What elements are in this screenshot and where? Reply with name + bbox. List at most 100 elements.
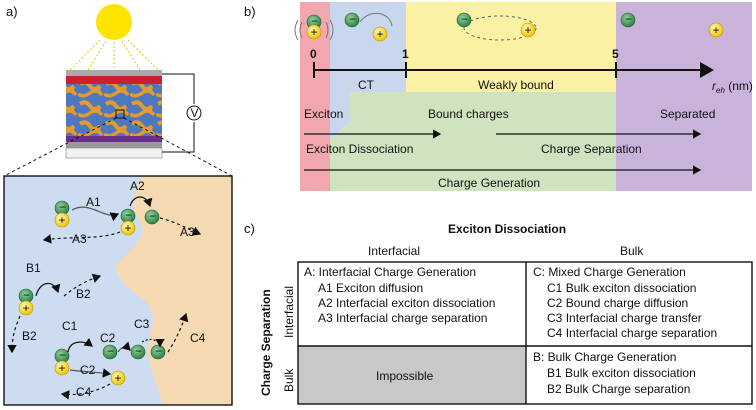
panel-a-process-labels: A1 A2 A3 A3 B1 B2 B2 C1 C2 C2 C3 C4 C4 [22, 179, 206, 399]
panel-c-label: c) [244, 221, 255, 236]
exciton-a2: − + [120, 208, 136, 236]
svg-text:+: + [525, 23, 532, 37]
external-circuit: V [162, 73, 202, 153]
voltmeter-icon [186, 105, 202, 121]
region-weakly-bound-label: Weakly bound [478, 78, 554, 92]
svg-text:+: + [59, 213, 66, 227]
svg-text:B1 Bulk exciton dissociation: B1 Bulk exciton dissociation [547, 366, 696, 380]
sun-icon [69, 4, 159, 71]
hole-c2: + [110, 370, 126, 386]
svg-text:+: + [713, 23, 720, 37]
svg-text:−: − [155, 344, 162, 358]
ct-pair: − + [344, 12, 393, 42]
svg-text:−: − [149, 209, 156, 223]
process-c2-label-bottom: C2 [80, 363, 96, 377]
region-bound-charges [330, 92, 616, 191]
separated-pair: − + [620, 12, 724, 38]
svg-text:C1 Bulk exciton dissociation: C1 Bulk exciton dissociation [547, 281, 696, 295]
svg-text:+: + [125, 221, 132, 235]
tick-5: 5 [612, 47, 619, 61]
region-exciton-label: Exciton [304, 107, 343, 121]
process-a3-label-left: A3 [72, 232, 87, 246]
cell-impossible-bg [298, 346, 526, 404]
panel-a-label: a) [6, 4, 18, 19]
process-a2-label: A2 [130, 179, 145, 193]
svg-text:−: − [107, 344, 114, 358]
svg-text:C2 Bound charge diffusion: C2 Bound charge diffusion [547, 296, 688, 310]
svg-text:A2 Interfacial exciton dissoci: A2 Interfacial exciton dissociation [318, 296, 495, 310]
electron-c2: − [102, 344, 118, 360]
charge-separation-label: Charge Separation [541, 142, 642, 156]
svg-text:−: − [349, 12, 356, 26]
svg-text:−: − [125, 208, 132, 222]
col-header-bulk: Bulk [620, 244, 644, 258]
tick-0: 0 [310, 47, 317, 61]
exciton-b1: − + [18, 288, 34, 316]
svg-text:+: + [59, 361, 66, 375]
exciton-pair-b: − + [294, 14, 334, 41]
reh-axis: 0 1 5 reh (nm) [310, 47, 753, 95]
panel-b-label: b) [244, 4, 256, 19]
svg-text:−: − [59, 200, 66, 214]
process-b2-label-down: B2 [22, 329, 37, 343]
region-separated-label: Separated [660, 107, 715, 121]
process-c2-label-top: C2 [100, 331, 116, 345]
panel-a-charges: − + − + − − + [18, 200, 166, 386]
matrix-outline [297, 261, 753, 405]
panel-a-arrows [7, 196, 202, 400]
svg-text:−: − [311, 14, 318, 28]
region-weakly-bound [406, 2, 616, 92]
panel-c: c) Exciton Dissociation Interfacial Bulk… [244, 221, 753, 405]
solar-cell-device [65, 70, 163, 159]
svg-text:+: + [377, 27, 384, 41]
cell-a: A: Interfacial Charge Generation A1 Exci… [304, 265, 495, 325]
svg-text:+: + [23, 301, 30, 315]
process-a1-label: A1 [86, 195, 101, 209]
col-header-interfacial: Interfacial [368, 244, 420, 258]
svg-text:−: − [23, 288, 30, 302]
exciton-dissociation-title: Exciton Dissociation [448, 222, 566, 236]
row-header-interfacial: Interfacial [282, 286, 296, 338]
weakly-bound-pair: − + [456, 12, 537, 41]
process-c4-label-right: C4 [190, 331, 206, 345]
svg-text:+: + [311, 25, 318, 39]
panel-a: a) V [3, 4, 233, 406]
zoom-inset [3, 175, 233, 406]
electron-c3: − [130, 344, 146, 360]
tick-1: 1 [402, 47, 409, 61]
region-ct-label: CT [358, 78, 375, 92]
region-ct [330, 2, 406, 92]
exciton-c1: − + [54, 348, 70, 376]
panel-b-charges: − + − + − + − + [294, 12, 724, 42]
voltmeter-label: V [191, 106, 199, 120]
zoom-line-right [123, 117, 233, 177]
panel-b: b) − + − + [244, 2, 753, 191]
region-bound-charges-label: Bound charges [428, 107, 509, 121]
svg-text:A3 Interfacial charge separati: A3 Interfacial charge separation [318, 311, 487, 325]
exciton-a1: − + [54, 200, 70, 228]
process-c4-label-bottom: C4 [76, 385, 92, 399]
row-header-bulk: Bulk [282, 368, 296, 392]
panel-b-arrows [304, 129, 702, 175]
cell-c-title: C: Mixed Charge Generation [533, 265, 686, 279]
cell-c: C: Mixed Charge Generation C1 Bulk excit… [533, 265, 717, 340]
exciton-dissociation-label: Exciton Dissociation [306, 142, 413, 156]
process-a3-label-right: A3 [180, 225, 195, 239]
charge-separation-title: Charge Separation [259, 289, 273, 396]
electron-a2: − [144, 209, 160, 225]
charge-generation-label: Charge Generation [438, 176, 540, 190]
svg-text:−: − [461, 12, 468, 26]
cell-b: B: Bulk Charge Generation B1 Bulk excito… [533, 350, 696, 396]
cell-impossible-label: Impossible [376, 369, 434, 383]
svg-text:−: − [135, 344, 142, 358]
svg-text:B2 Bulk Charge separation: B2 Bulk Charge separation [547, 382, 690, 396]
process-b1-label: B1 [26, 261, 41, 275]
cell-b-title: B: Bulk Charge Generation [533, 350, 676, 364]
process-c1-label: C1 [62, 319, 78, 333]
svg-text:C3 Interfacial charge transfer: C3 Interfacial charge transfer [547, 311, 702, 325]
axis-label: reh (nm) [712, 79, 753, 95]
cell-a-title: A: Interfacial Charge Generation [304, 265, 476, 279]
svg-text:+: + [115, 371, 122, 385]
svg-text:−: − [625, 12, 632, 26]
